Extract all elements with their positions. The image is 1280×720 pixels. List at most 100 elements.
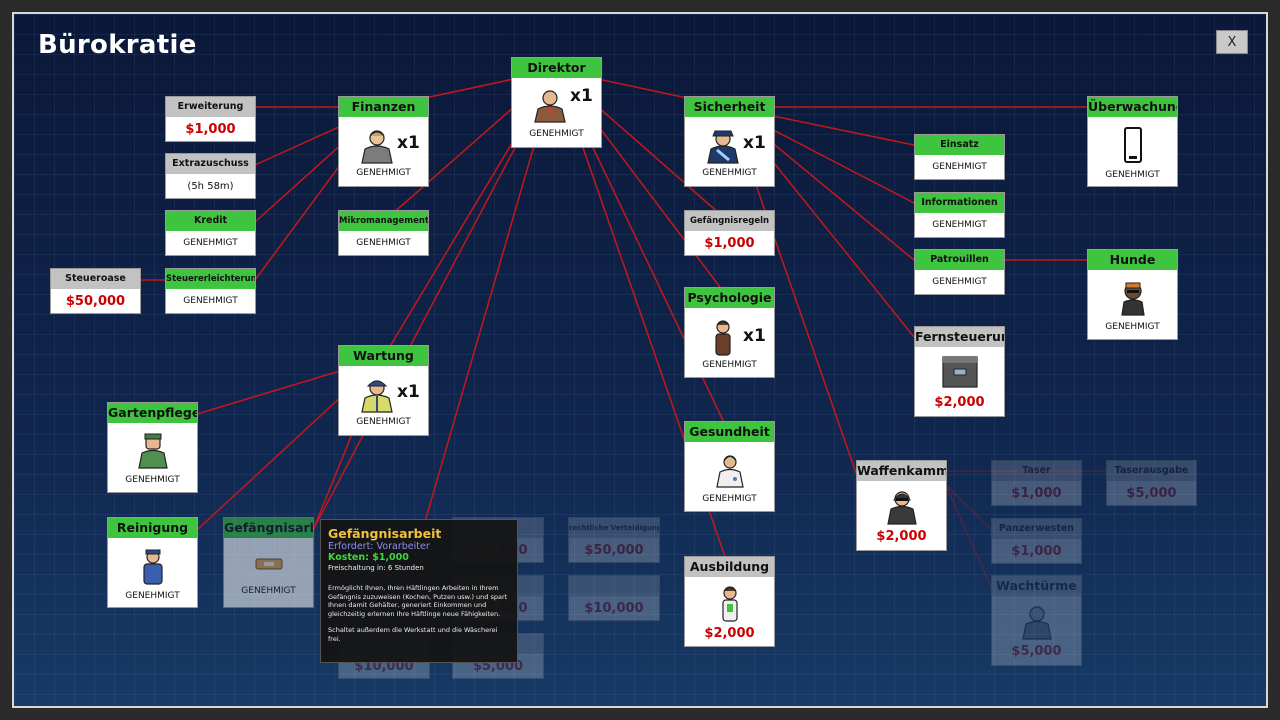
node-price: $5,000: [1126, 485, 1177, 501]
node-label: Patrouillen: [915, 250, 1004, 270]
node-label: [569, 576, 659, 596]
director-icon: [533, 89, 566, 123]
dog-handler-icon: [1120, 281, 1145, 316]
accountant-icon: [360, 129, 393, 164]
node-fernsteuerung[interactable]: Fernsteuerung $2,000: [914, 326, 1005, 417]
node-einsatz[interactable]: Einsatz GENEHMIGT: [914, 134, 1005, 180]
janitor-icon: [142, 549, 163, 585]
node-price: $2,000: [934, 395, 985, 410]
psychologist-icon: [714, 319, 731, 356]
node-label: Reinigung: [108, 518, 197, 538]
node-status: GENEHMIGT: [932, 220, 987, 230]
node-price: $50,000: [584, 542, 644, 558]
node-multiplier: x1: [397, 133, 420, 153]
node-multiplier: x1: [397, 382, 420, 402]
close-button[interactable]: X: [1216, 30, 1248, 54]
node-label: Hunde: [1088, 250, 1177, 270]
node-label: Wartung: [339, 346, 428, 366]
node-status: GENEHMIGT: [932, 277, 987, 287]
node-multiplier: x1: [570, 86, 593, 106]
node-gefaengnisarbeit[interactable]: Gefängnisarbeit GENEHMIGT: [223, 517, 314, 608]
node-status: GENEHMIGT: [183, 238, 238, 248]
node-status: GENEHMIGT: [241, 585, 296, 596]
node-status: GENEHMIGT: [183, 296, 238, 306]
node-ausbildung[interactable]: Ausbildung $2,000: [684, 556, 775, 647]
node-steueroase[interactable]: Steueroase $50,000: [50, 268, 141, 314]
node-price: $1,000: [1011, 485, 1062, 501]
node-multiplier: x1: [743, 133, 766, 153]
node-finanzen[interactable]: Finanzen x1 GENEHMIGT: [338, 96, 429, 187]
node-extrazuschuss[interactable]: Extrazuschuss (5h 58m): [165, 153, 256, 199]
node-status: GENEHMIGT: [702, 493, 757, 504]
node-steuererleichterung[interactable]: Steuererleichterung GENEHMIGT: [165, 268, 256, 314]
node-label: Direktor: [512, 58, 601, 78]
node-status: GENEHMIGT: [702, 167, 757, 178]
armed-guard-icon: [886, 491, 917, 525]
node-kredit[interactable]: Kredit GENEHMIGT: [165, 210, 256, 256]
node-label: Steuererleichterung: [166, 269, 255, 289]
node-status: GENEHMIGT: [1105, 169, 1160, 180]
node-price: $2,000: [704, 626, 755, 641]
node-hunde[interactable]: Hunde GENEHMIGT: [1087, 249, 1178, 340]
watchtower-guard-icon: [1021, 606, 1052, 640]
doctor-icon: [715, 454, 744, 488]
node-erweiterung[interactable]: Erweiterung $1,000: [165, 96, 256, 142]
node-multiplier: x1: [743, 326, 766, 346]
node-status: GENEHMIGT: [529, 128, 584, 139]
node-locked-b[interactable]: rechtliche Verteidigung $50,000: [568, 517, 660, 563]
node-sicherheit[interactable]: Sicherheit x1 GENEHMIGT: [684, 96, 775, 187]
node-gartenpflege[interactable]: Gartenpflege GENEHMIGT: [107, 402, 198, 493]
node-price: $5,000: [1011, 644, 1062, 659]
node-label: Wachtürme: [992, 576, 1081, 596]
node-waffenkammer[interactable]: Waffenkammer $2,000: [856, 460, 947, 551]
node-label: Gesundheit: [685, 422, 774, 442]
node-psychologie[interactable]: Psychologie x1 GENEHMIGT: [684, 287, 775, 378]
tooltip-description: Ermöglicht Ihnen, Ihren Häftlingen Arbei…: [328, 584, 508, 618]
node-label: Mikromanagement: [339, 211, 428, 231]
node-status: GENEHMIGT: [125, 590, 180, 601]
node-direktor[interactable]: Direktor x1 GENEHMIGT: [511, 57, 602, 148]
node-status: GENEHMIGT: [702, 359, 757, 370]
remote-door-control-icon: [941, 356, 978, 388]
node-label: Fernsteuerung: [915, 327, 1004, 347]
node-patrouillen[interactable]: Patrouillen GENEHMIGT: [914, 249, 1005, 295]
node-status: GENEHMIGT: [356, 238, 411, 248]
node-price: $1,000: [1011, 543, 1062, 559]
node-label: Finanzen: [339, 97, 428, 117]
node-informationen[interactable]: Informationen GENEHMIGT: [914, 192, 1005, 238]
node-gesundheit[interactable]: Gesundheit GENEHMIGT: [684, 421, 775, 512]
workman-icon: [360, 379, 393, 413]
node-price: $2,000: [876, 529, 927, 544]
node-taserausgabe[interactable]: Taserausgabe $5,000: [1106, 460, 1197, 506]
node-mikromanagement[interactable]: Mikromanagement GENEHMIGT: [338, 210, 429, 256]
tooltip-requirement: Erfordert: Vorarbeiter: [328, 541, 430, 552]
node-label: rechtliche Verteidigung: [569, 518, 659, 538]
node-panzerwesten[interactable]: Panzerwesten $1,000: [991, 518, 1082, 564]
node-label: Überwachung: [1088, 97, 1177, 117]
node-taser[interactable]: Taser $1,000: [991, 460, 1082, 506]
node-label: Informationen: [915, 193, 1004, 213]
node-reinigung[interactable]: Reinigung GENEHMIGT: [107, 517, 198, 608]
node-label: Sicherheit: [685, 97, 774, 117]
node-status: GENEHMIGT: [356, 416, 411, 427]
tooltip-extra: Schaltet außerdem die Werkstatt und die …: [328, 626, 498, 643]
security-chief-icon: [706, 130, 739, 164]
node-ueberwachung[interactable]: Überwachung GENEHMIGT: [1087, 96, 1178, 187]
tooltip-unlock-time: Freischaltung in: 6 Stunden: [328, 564, 424, 572]
node-label: Gartenpflege: [108, 403, 197, 423]
node-price: $1,000: [185, 121, 236, 137]
node-label: Taserausgabe: [1107, 461, 1196, 481]
node-price: $1,000: [704, 235, 755, 251]
node-locked-d[interactable]: $10,000: [568, 575, 660, 621]
node-label: Erweiterung: [166, 97, 255, 117]
node-price: $10,000: [584, 600, 644, 616]
node-label: Extrazuschuss: [166, 154, 255, 174]
node-wartung[interactable]: Wartung x1 GENEHMIGT: [338, 345, 429, 436]
node-status: GENEHMIGT: [356, 167, 411, 178]
node-gefaengnisregeln[interactable]: Gefängnisregeln $1,000: [684, 210, 775, 256]
work-order-icon: [255, 558, 282, 569]
node-wachtuerme[interactable]: Wachtürme $5,000: [991, 575, 1082, 666]
node-price: $50,000: [65, 293, 126, 309]
research-tooltip: Gefängnisarbeit Erfordert: Vorarbeiter K…: [320, 519, 518, 663]
node-label: Waffenkammer: [857, 461, 946, 481]
